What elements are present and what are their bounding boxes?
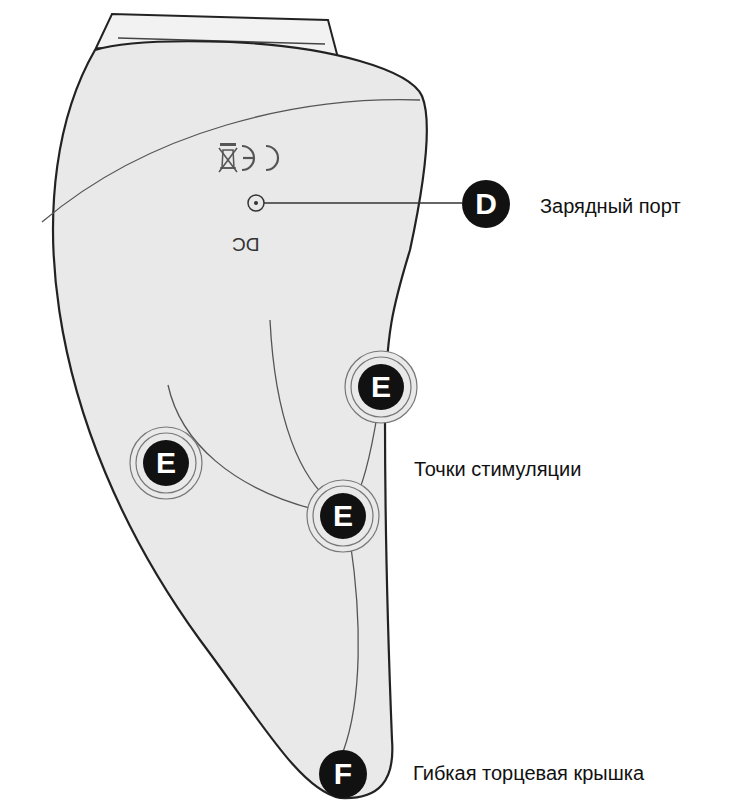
electrode-line bbox=[270, 320, 335, 505]
callout-letter-text: F bbox=[334, 759, 352, 789]
weee-symbol bbox=[219, 143, 237, 172]
body-seam bbox=[42, 100, 420, 222]
callout-letter: F bbox=[319, 750, 367, 798]
device-body bbox=[53, 41, 427, 798]
callout-letter: E bbox=[143, 440, 189, 486]
ce-mark bbox=[242, 146, 278, 170]
port-marking: DC bbox=[232, 233, 259, 254]
electrode-line bbox=[343, 540, 358, 752]
part-label: Гибкая торцевая крышка bbox=[413, 762, 644, 784]
callout-letter: E bbox=[358, 364, 404, 410]
leader-line bbox=[264, 202, 462, 203]
charging-port-pin bbox=[254, 201, 258, 205]
part-label: Точки стимуляции bbox=[414, 458, 581, 480]
part-label: Зарядный порт bbox=[540, 195, 681, 217]
callout-letter-text: E bbox=[333, 501, 353, 531]
callout-letter: E bbox=[320, 493, 366, 539]
stimulation-rings bbox=[130, 351, 417, 552]
callout-letter-text: D bbox=[475, 189, 497, 219]
callout-letter: D bbox=[462, 180, 510, 228]
charging-port bbox=[248, 195, 264, 211]
callout-letter-text: E bbox=[371, 372, 391, 402]
callout-letter-text: E bbox=[156, 448, 176, 478]
